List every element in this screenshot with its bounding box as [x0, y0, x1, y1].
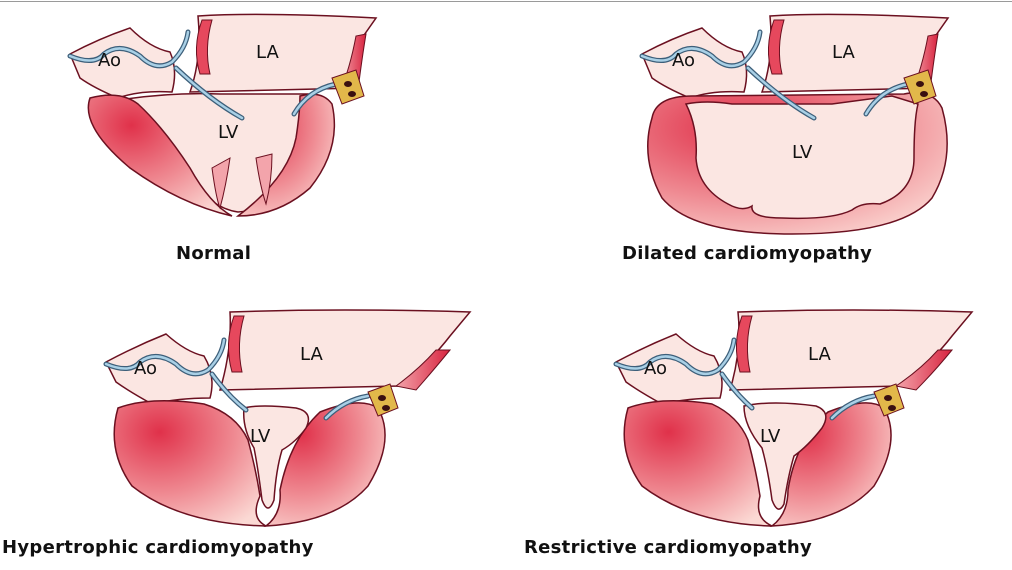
- label-lv: LV: [218, 122, 239, 143]
- label-la: LA: [832, 42, 855, 63]
- top-border: [0, 1, 1012, 2]
- label-ao: Ao: [644, 358, 667, 379]
- label-ao: Ao: [134, 358, 157, 379]
- label-lv: LV: [792, 142, 813, 163]
- label-la: LA: [300, 344, 323, 365]
- caption-dilated: Dilated cardiomyopathy: [622, 243, 872, 264]
- label-ao: Ao: [98, 50, 121, 71]
- label-la: LA: [256, 42, 279, 63]
- panel-dilated: Ao LA LV: [632, 8, 972, 238]
- panel-normal: Ao LA LV: [60, 8, 390, 218]
- label-la: LA: [808, 344, 831, 365]
- label-lv: LV: [250, 426, 271, 447]
- caption-normal: Normal: [176, 243, 251, 264]
- label-ao: Ao: [672, 50, 695, 71]
- panel-restrictive: Ao LA LV: [612, 300, 982, 532]
- label-lv: LV: [760, 426, 781, 447]
- left-atrium: [220, 310, 470, 390]
- caption-restrictive: Restrictive cardiomyopathy: [524, 537, 812, 558]
- left-atrium: [730, 310, 972, 390]
- panel-hypertrophic: Ao LA LV: [100, 300, 480, 532]
- caption-hypertrophic: Hypertrophic cardiomyopathy: [2, 537, 314, 558]
- lv-septum: [114, 401, 266, 526]
- aorta: [70, 28, 175, 98]
